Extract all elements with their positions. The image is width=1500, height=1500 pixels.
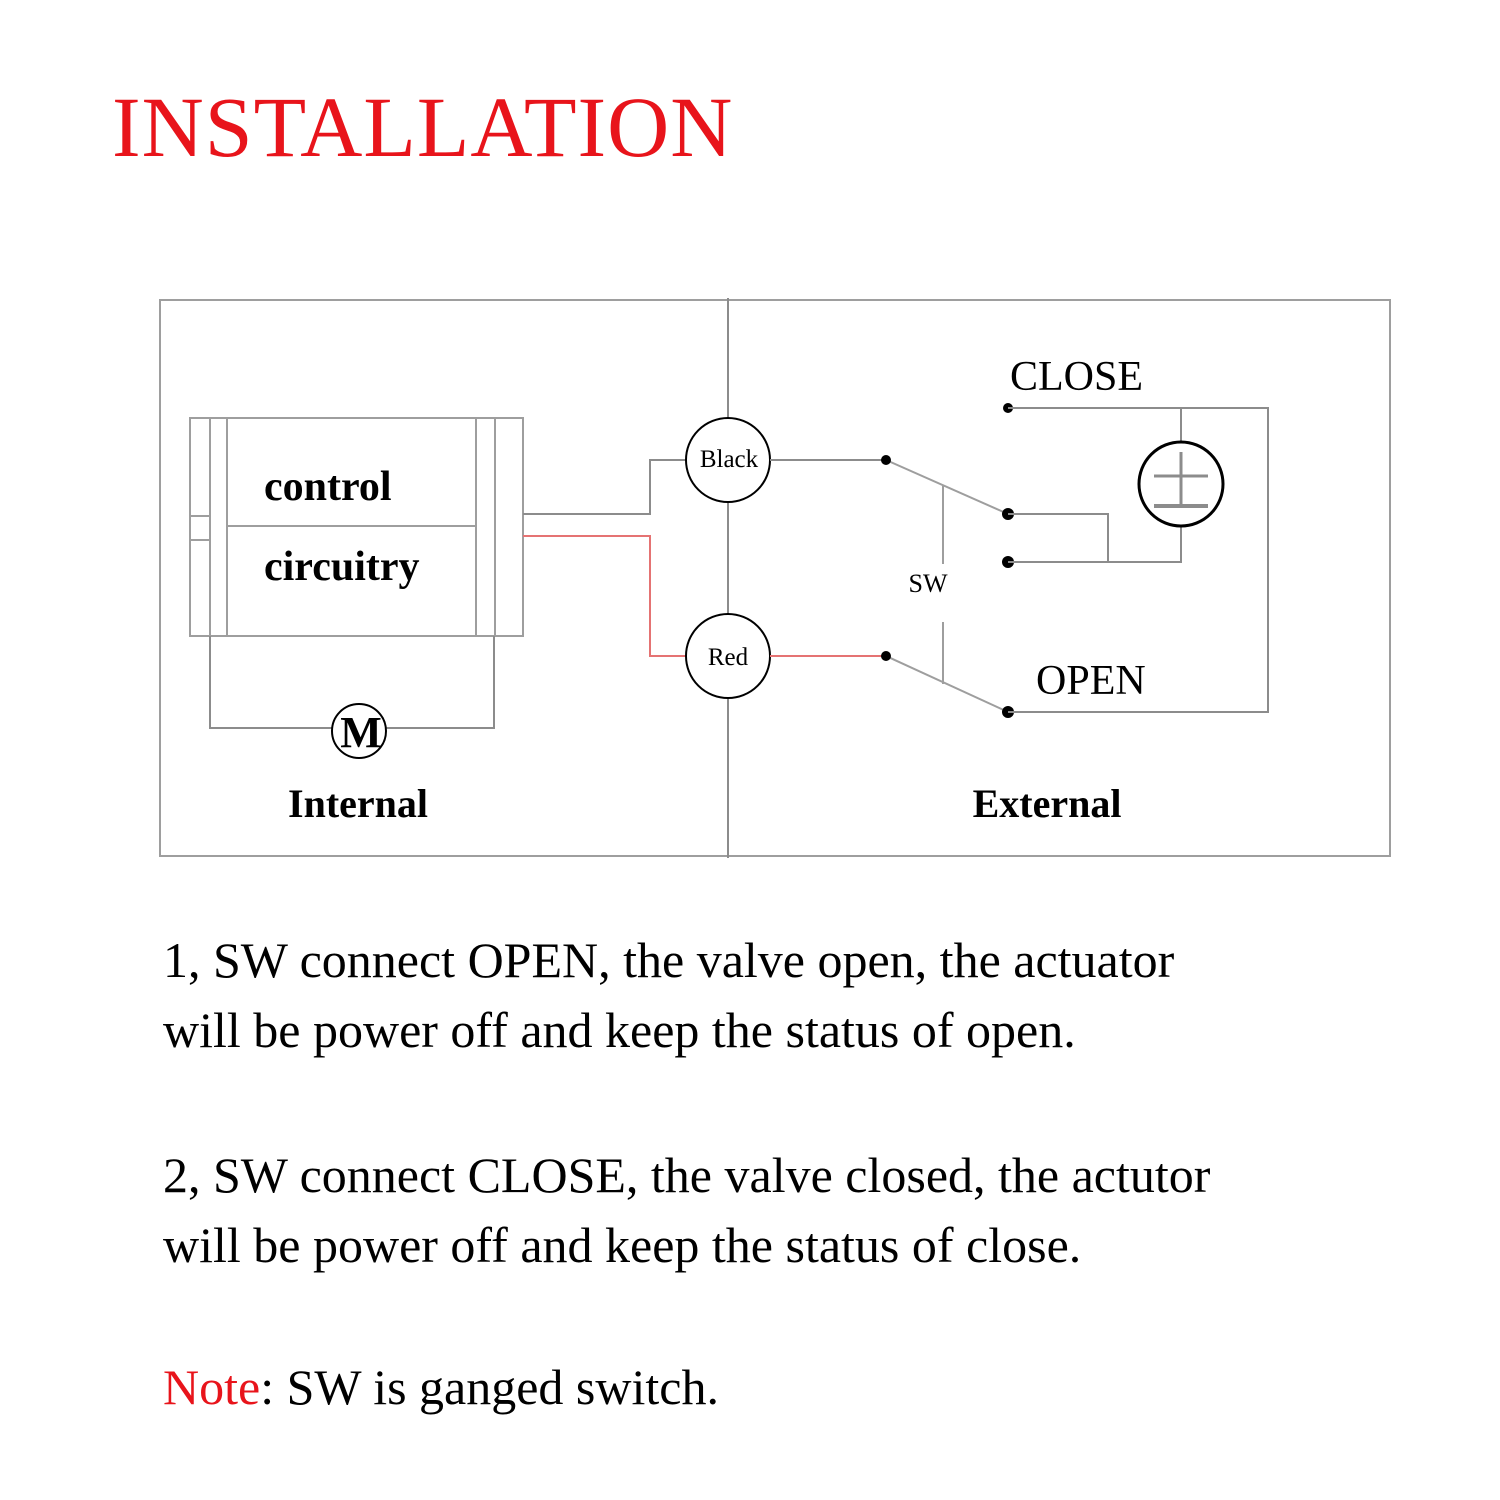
instruction-1-line-1: 1, SW connect OPEN, the valve open, the …	[163, 932, 1175, 988]
black-wire-internal	[523, 459, 686, 515]
motor-wire	[209, 636, 495, 729]
instruction-2: 2, SW connect CLOSE, the valve closed, t…	[163, 1140, 1210, 1280]
instruction-2-line-2: will be power off and keep the status of…	[163, 1217, 1082, 1273]
motor-symbol: M	[340, 708, 382, 757]
power-source-icon	[1137, 440, 1225, 528]
box-label-line1: control	[264, 464, 392, 510]
switch-label: SW	[909, 569, 948, 598]
instruction-2-line-1: 2, SW connect CLOSE, the valve closed, t…	[163, 1147, 1211, 1203]
external-label: External	[973, 781, 1122, 826]
page-title: INSTALLATION	[112, 79, 734, 175]
internal-label: Internal	[288, 781, 428, 826]
motor-icon	[331, 703, 387, 759]
ganged-switch	[885, 459, 1009, 713]
control-circuitry-box	[189, 417, 524, 637]
note-label: Note	[163, 1359, 261, 1415]
open-label: OPEN	[1036, 658, 1146, 704]
box-label-line2: circuitry	[264, 544, 420, 590]
terminal-black-label: Black	[700, 446, 759, 473]
note-text: : SW is ganged switch.	[260, 1359, 719, 1415]
instruction-1-line-2: will be power off and keep the status of…	[163, 1002, 1076, 1058]
note: Note: SW is ganged switch.	[163, 1352, 719, 1422]
diagram-frame	[159, 299, 1391, 857]
instruction-1: 1, SW connect OPEN, the valve open, the …	[163, 925, 1174, 1065]
contact-points	[881, 403, 1014, 718]
power-wiring	[1008, 407, 1269, 713]
red-wire-internal	[523, 535, 686, 657]
close-label: CLOSE	[1010, 354, 1143, 400]
terminal-red-label: Red	[708, 644, 749, 671]
